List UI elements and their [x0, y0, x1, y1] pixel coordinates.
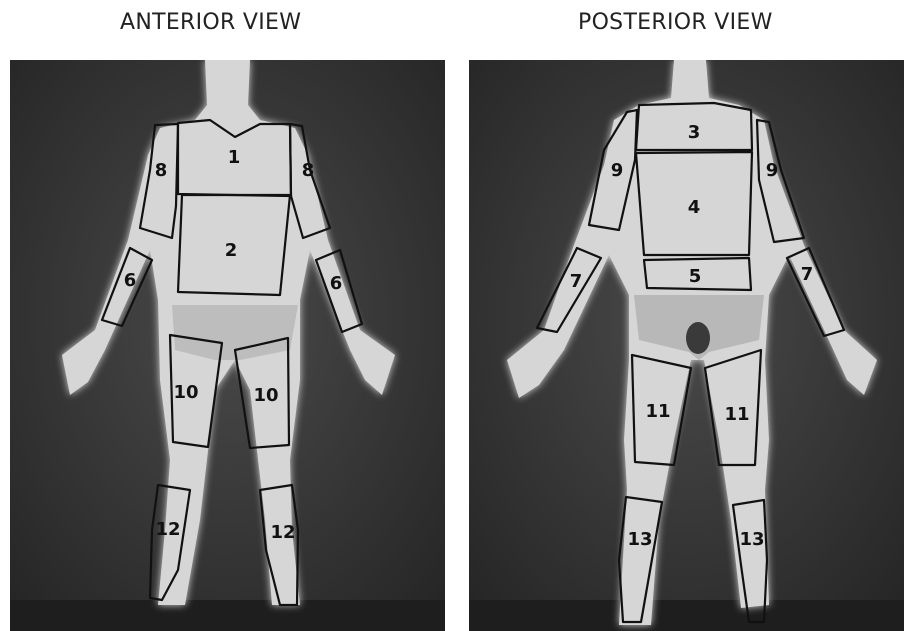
- region-label-10-right: 10: [253, 385, 278, 406]
- region-label-9-right: 9: [766, 160, 779, 181]
- region-label-1: 1: [228, 147, 241, 168]
- region-label-13-left: 13: [627, 529, 652, 550]
- region-label-9-left: 9: [611, 160, 624, 181]
- anterior-view-panel: 1 2 8 8 6 6 10 10 12 12: [10, 60, 445, 631]
- region-label-6-left: 6: [124, 270, 137, 291]
- posterior-view-title: POSTERIOR VIEW: [578, 10, 773, 35]
- region-label-10-left: 10: [173, 382, 198, 403]
- region-label-12-left: 12: [155, 519, 180, 540]
- posterior-view-panel: 3 4 5 9 9 7 7 11 11 13 13: [469, 60, 904, 631]
- region-label-13-right: 13: [739, 529, 764, 550]
- region-label-4: 4: [688, 197, 701, 218]
- floor-shadow: [469, 600, 904, 631]
- region-label-7-left: 7: [570, 271, 583, 292]
- anterior-body-diagram: 1 2 8 8 6 6 10 10 12 12: [10, 60, 445, 631]
- region-label-2: 2: [225, 240, 238, 261]
- anterior-view-title: ANTERIOR VIEW: [120, 10, 301, 35]
- region-label-8-right: 8: [302, 160, 315, 181]
- region-label-6-right: 6: [330, 273, 343, 294]
- region-label-3: 3: [688, 122, 701, 143]
- region-label-12-right: 12: [270, 522, 295, 543]
- region-label-7-right: 7: [801, 264, 814, 285]
- region-label-11-left: 11: [645, 401, 670, 422]
- floor-shadow: [10, 600, 445, 631]
- region-label-8-left: 8: [155, 160, 168, 181]
- region-label-5: 5: [689, 266, 702, 287]
- region-label-11-right: 11: [724, 404, 749, 425]
- posterior-body-diagram: 3 4 5 9 9 7 7 11 11 13 13: [469, 60, 904, 631]
